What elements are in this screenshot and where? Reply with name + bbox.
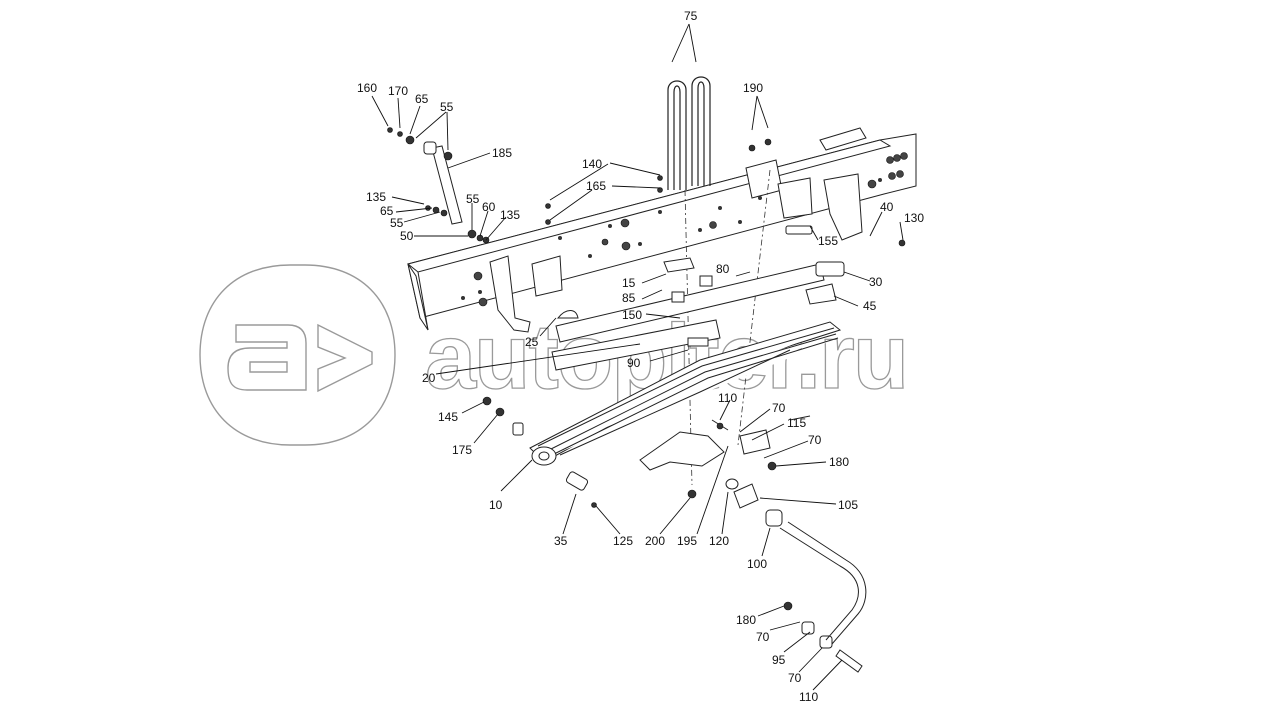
callout-20: 20: [422, 371, 436, 385]
nuts: [387, 127, 906, 611]
callout-65: 65: [415, 92, 429, 106]
callout-130: 130: [904, 211, 924, 225]
callout-120: 120: [709, 534, 729, 548]
callout-110: 110: [718, 391, 737, 405]
callout-105: 105: [838, 498, 858, 512]
callout-135b: 135: [500, 208, 520, 222]
callout-70: 70: [772, 401, 786, 415]
callout-175: 175: [452, 443, 472, 457]
axle-seat: [639, 431, 725, 471]
callout-195: 195: [677, 534, 697, 548]
callout-185: 185: [492, 146, 512, 160]
callout-95: 95: [772, 653, 786, 667]
centerlines: [684, 169, 771, 486]
callout-135: 135: [366, 190, 386, 204]
callout-155: 155: [818, 234, 838, 248]
leaf-spring: [529, 263, 842, 466]
callout-165: 165: [586, 179, 606, 193]
callout-125: 125: [613, 534, 633, 548]
callout-55c: 55: [466, 192, 480, 206]
leader-lines: [371, 23, 904, 691]
u-bolt-pair: [667, 76, 711, 190]
callout-55: 55: [440, 100, 454, 114]
callout-40: 40: [880, 200, 894, 214]
callout-10: 10: [489, 498, 503, 512]
callout-180: 180: [829, 455, 849, 469]
callout-90: 90: [627, 356, 641, 370]
rear-spring-bracket: [823, 173, 863, 241]
callout-145: 145: [438, 410, 458, 424]
callout-70d: 70: [788, 671, 802, 685]
frame-bracket: [531, 255, 563, 297]
callout-55b: 55: [390, 216, 404, 230]
callout-75: 75: [684, 9, 698, 23]
callout-160: 160: [357, 81, 377, 95]
callout-180b: 180: [736, 613, 756, 627]
frame-holes: [461, 178, 882, 300]
callout-190: 190: [743, 81, 763, 95]
callout-65b: 65: [380, 204, 394, 218]
callout-115: 115: [787, 416, 806, 430]
callout-140: 140: [582, 157, 602, 171]
callout-50: 50: [400, 229, 414, 243]
callout-30: 30: [869, 275, 883, 289]
callout-170: 170: [388, 84, 408, 98]
hardware: [423, 141, 863, 673]
callout-25: 25: [525, 335, 539, 349]
callout-80: 80: [716, 262, 730, 276]
watermark-logo: [199, 264, 396, 446]
callout-200: 200: [645, 534, 665, 548]
callout-70c: 70: [756, 630, 770, 644]
stabilizer-bar: [779, 521, 867, 645]
callout-15: 15: [622, 276, 636, 290]
callout-110b: 110: [799, 690, 818, 704]
front-spring-hanger: [489, 255, 531, 333]
callouts: 75 190 160 170 65 55 185 140 165 135 65 …: [357, 9, 924, 704]
callout-100: 100: [747, 557, 767, 571]
bracket-plate: [777, 177, 813, 219]
callout-35: 35: [554, 534, 568, 548]
callout-85: 85: [622, 291, 636, 305]
callout-150: 150: [622, 308, 642, 322]
frame-bolts: [473, 152, 908, 307]
callout-60: 60: [482, 200, 496, 214]
callout-70b: 70: [808, 433, 822, 447]
callout-45: 45: [863, 299, 877, 313]
